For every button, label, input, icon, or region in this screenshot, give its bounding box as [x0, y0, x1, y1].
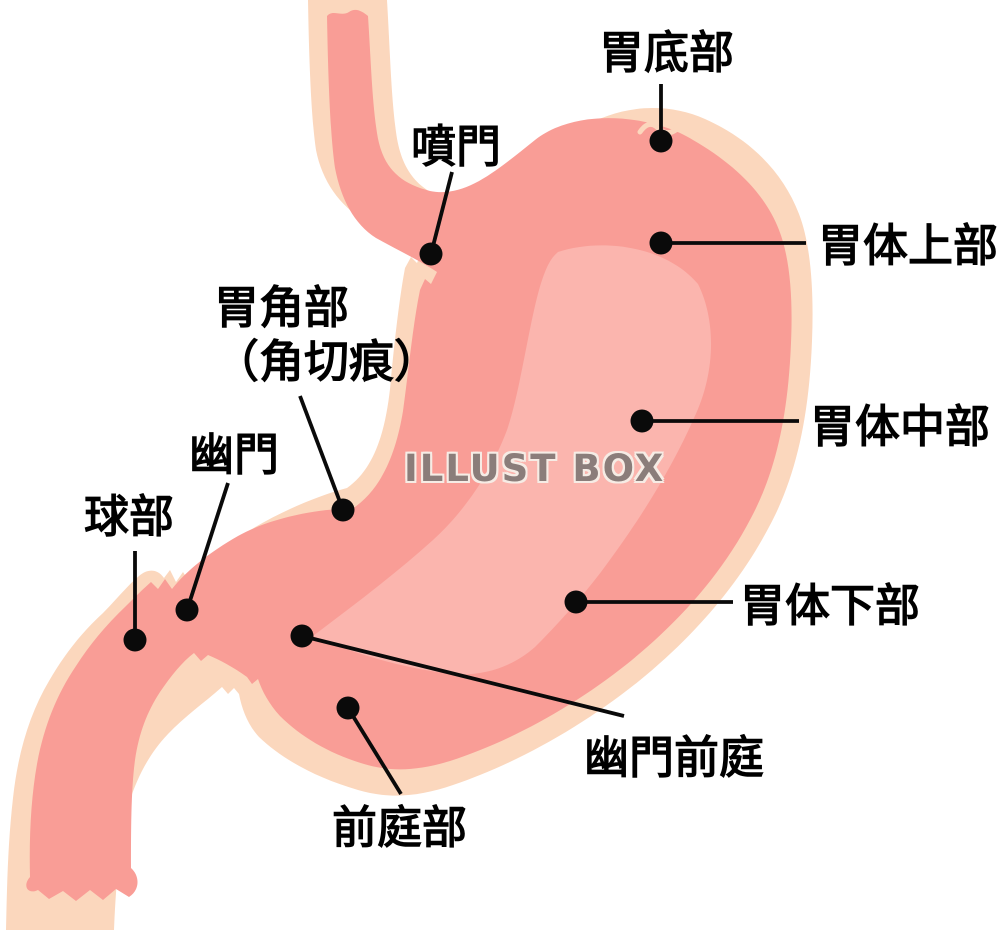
marker-upper-body-dot [649, 231, 673, 255]
organ-inner-highlight-shape [313, 245, 712, 675]
leader-gastric-angle-line [298, 395, 345, 511]
label-cardia: 噴門 [411, 120, 502, 173]
label-pyloric-vestibule: 幽門前庭 [584, 731, 765, 784]
marker-bulb-dot [123, 628, 147, 652]
label-lower-gastric-body: 胃体下部 [740, 579, 921, 632]
marker-fundus-dot [649, 129, 673, 153]
organ-body-shape [26, 9, 792, 901]
marker-antrum-dot [336, 696, 360, 720]
label-duodenal-bulb: 球部 [84, 490, 175, 543]
marker-cardia-dot [419, 242, 443, 266]
label-upper-gastric-body: 胃体上部 [818, 219, 999, 272]
marker-gastric-angle-dot [331, 498, 355, 522]
marker-pylorus-dot [175, 598, 199, 622]
illustbox-watermark: ILLUST BOX [404, 447, 666, 490]
label-pylorus: 幽門 [189, 428, 280, 481]
marker-pyloric-vestibule-dot [290, 624, 314, 648]
marker-lower-body-dot [564, 590, 588, 614]
leader-antrum-line [346, 707, 403, 795]
leader-cardia-line [429, 171, 454, 255]
marker-middle-body-dot [630, 409, 654, 433]
label-antrum: 前庭部 [332, 801, 468, 854]
marker-dots [123, 129, 673, 720]
leader-pylorus-line [185, 482, 230, 611]
label-middle-gastric-body: 胃体中部 [810, 400, 991, 453]
label-gastric-angle: 胃角部 （角切痕） [214, 281, 440, 388]
leader-pyloric-vestibule-line [301, 634, 625, 718]
label-fundus: 胃底部 [599, 26, 735, 79]
